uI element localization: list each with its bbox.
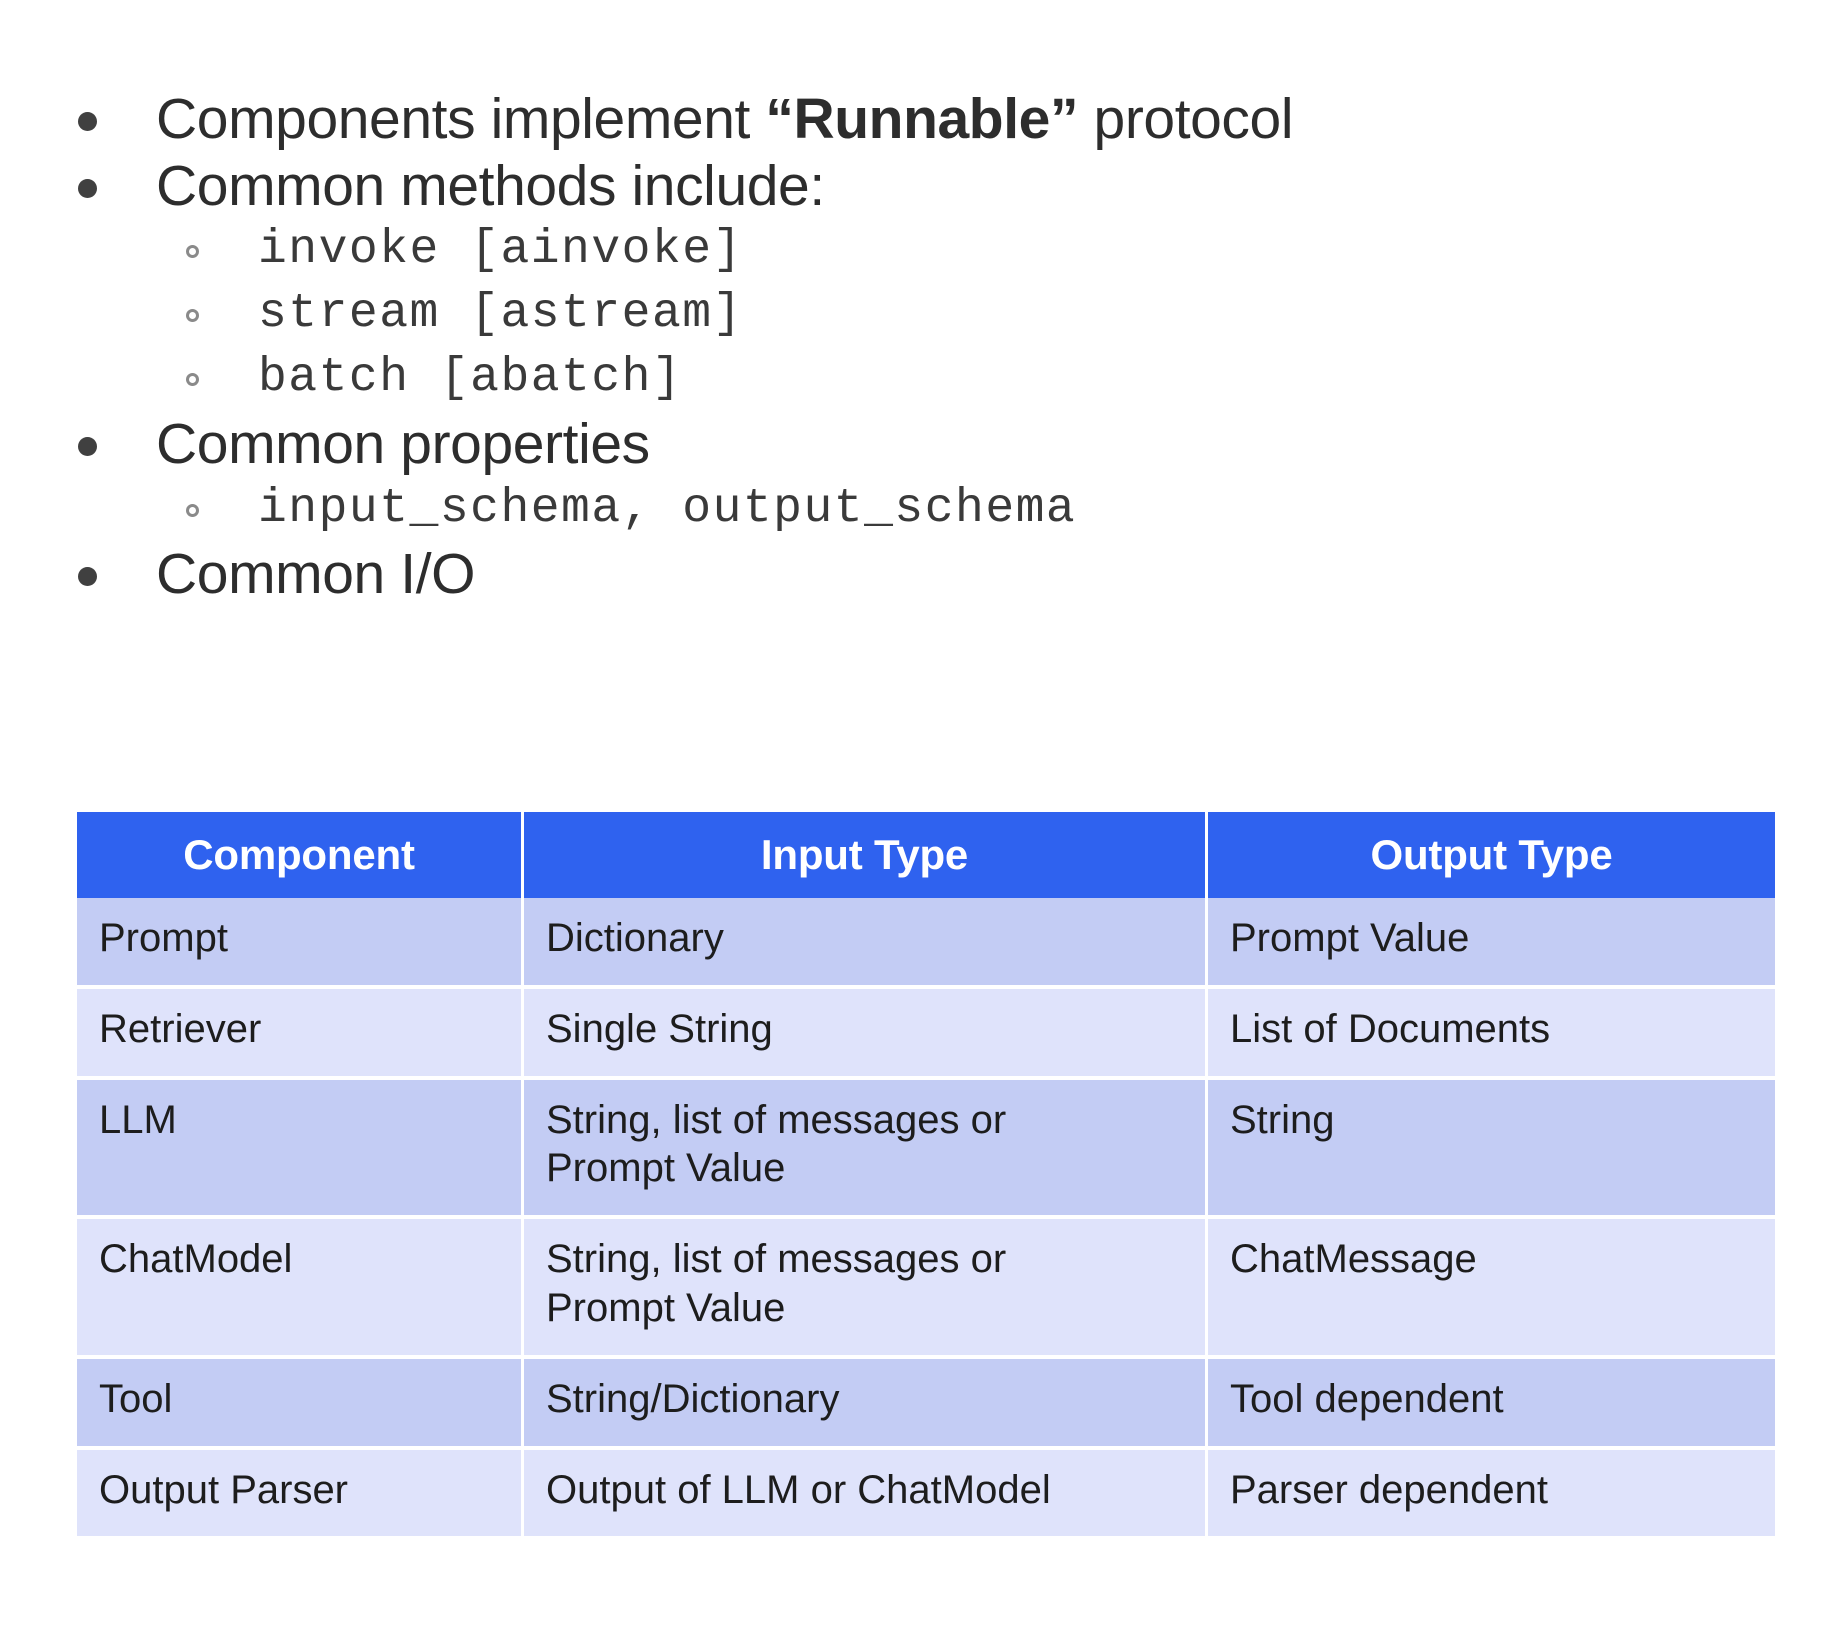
cell-input-type: String, list of messages or Prompt Value xyxy=(524,1079,1208,1220)
bullet-text-schemas: input_schema, output_schema xyxy=(258,481,1077,536)
cell-component: Retriever xyxy=(77,988,524,1080)
bullet-common-properties: Common properties xyxy=(58,411,1758,478)
cell-input-line-2: Prompt Value xyxy=(546,1146,786,1191)
cell-output-type: Prompt Value xyxy=(1208,898,1775,989)
cell-component: LLM xyxy=(77,1079,524,1220)
cell-input-type: Output of LLM or ChatModel xyxy=(524,1449,1208,1541)
component-io-table: Component Input Type Output Type Prompt … xyxy=(77,812,1775,1541)
sub-list-methods: invoke [ainvoke] stream [astream] batch … xyxy=(58,219,1758,410)
table-row: Prompt Dictionary Prompt Value xyxy=(77,898,1775,989)
bullet-text-common-properties: Common properties xyxy=(156,411,650,476)
table-row: ChatModel String, list of messages or Pr… xyxy=(77,1219,1775,1359)
cell-output-type: ChatMessage xyxy=(1208,1219,1775,1359)
cell-component: ChatModel xyxy=(77,1219,524,1359)
bullet-components-runnable: Components implement “Runnable” protocol xyxy=(58,86,1758,153)
cell-output-type: List of Documents xyxy=(1208,988,1775,1080)
cell-component: Tool xyxy=(77,1358,524,1450)
bullet-text-common-methods: Common methods include: xyxy=(156,153,825,218)
cell-input-line-1: String, list of messages or xyxy=(546,1237,1007,1282)
cell-output-type: String xyxy=(1208,1079,1775,1220)
column-header-input-type: Input Type xyxy=(524,812,1208,898)
cell-input-line-1: Dictionary xyxy=(546,916,724,960)
table-row: LLM String, list of messages or Prompt V… xyxy=(77,1079,1775,1220)
bullet-text-common-io: Common I/O xyxy=(156,542,476,607)
table-header: Component Input Type Output Type xyxy=(77,812,1775,898)
bullet-disc-icon xyxy=(78,567,97,587)
outline-list: Components implement “Runnable” protocol… xyxy=(58,86,1758,608)
column-header-output-type: Output Type xyxy=(1208,812,1775,898)
cell-input-type: Single String xyxy=(524,988,1208,1080)
bullet-circle-icon xyxy=(186,309,199,323)
bullet-text-components-suffix: protocol xyxy=(1078,87,1294,151)
cell-input-line-1: Output of LLM or ChatModel xyxy=(546,1467,1051,1512)
bullet-schemas: input_schema, output_schema xyxy=(58,478,1758,542)
table-row: Retriever Single String List of Document… xyxy=(77,988,1775,1080)
cell-output-type: Tool dependent xyxy=(1208,1358,1775,1450)
bullet-text-components-prefix: Components implement xyxy=(156,87,766,151)
cell-component: Prompt xyxy=(77,898,524,989)
cell-input-line-2: Prompt Value xyxy=(546,1285,786,1330)
sub-list-properties: input_schema, output_schema xyxy=(58,478,1758,542)
bullet-disc-icon xyxy=(78,178,97,198)
table-header-row: Component Input Type Output Type xyxy=(77,812,1775,898)
cell-output-type: Parser dependent xyxy=(1208,1449,1775,1541)
bullet-invoke: invoke [ainvoke] xyxy=(58,219,1758,283)
table-body: Prompt Dictionary Prompt Value Retriever… xyxy=(77,898,1775,1541)
bullet-text-runnable-keyword: “Runnable” xyxy=(765,87,1079,151)
bullet-text-batch: batch [abatch] xyxy=(258,351,683,406)
table-row: Output Parser Output of LLM or ChatModel… xyxy=(77,1449,1775,1541)
bullet-outline: Components implement “Runnable” protocol… xyxy=(58,86,1758,608)
bullet-disc-icon xyxy=(78,112,97,131)
bullet-batch: batch [abatch] xyxy=(58,347,1758,411)
bullet-circle-icon xyxy=(186,503,199,517)
bullet-circle-icon xyxy=(186,245,199,259)
cell-input-line-1: String, list of messages or xyxy=(546,1097,1007,1142)
bullet-common-methods: Common methods include: xyxy=(58,153,1758,220)
cell-input-line-1: String/Dictionary xyxy=(546,1376,840,1421)
cell-component: Output Parser xyxy=(77,1449,524,1541)
cell-input-type: String, list of messages or Prompt Value xyxy=(524,1219,1208,1359)
bullet-text-invoke: invoke [ainvoke] xyxy=(258,223,743,278)
column-header-component: Component xyxy=(77,812,524,898)
cell-input-type: Dictionary xyxy=(524,898,1208,989)
bullet-stream: stream [astream] xyxy=(58,283,1758,347)
bullet-circle-icon xyxy=(186,373,199,387)
table-row: Tool String/Dictionary Tool dependent xyxy=(77,1358,1775,1450)
cell-input-line-1: Single String xyxy=(546,1006,773,1051)
bullet-text-stream: stream [astream] xyxy=(258,287,743,342)
bullet-common-io: Common I/O xyxy=(58,541,1758,608)
cell-input-type: String/Dictionary xyxy=(524,1358,1208,1450)
bullet-disc-icon xyxy=(78,436,97,456)
